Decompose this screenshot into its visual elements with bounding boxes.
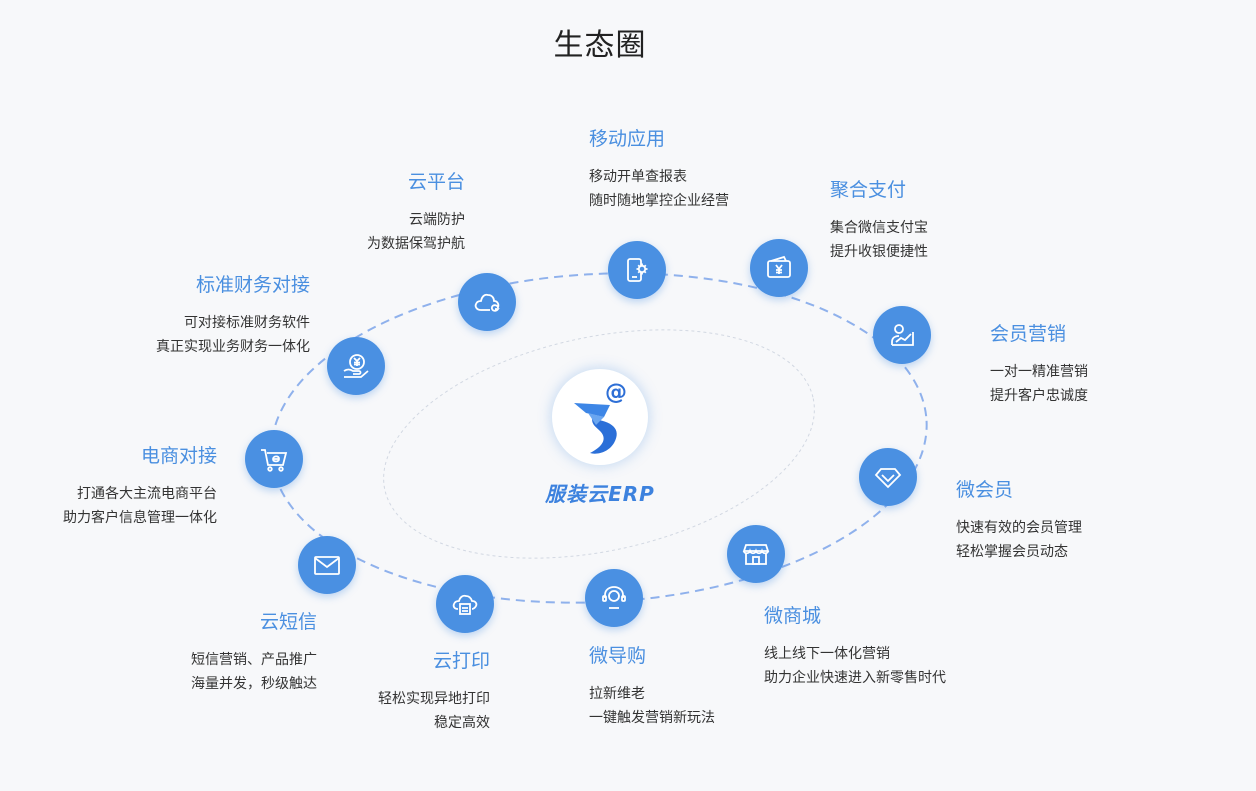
- mobile-app-desc-line: 移动开单查报表: [589, 169, 687, 185]
- ecommerce-desc-line: 助力客户信息管理一体化: [63, 510, 217, 526]
- node-micro-member[interactable]: [859, 448, 917, 506]
- member-marketing-desc-line: 一对一精准营销: [990, 364, 1088, 380]
- cloud-print-title: 云打印: [432, 650, 490, 672]
- cart-e-icon: [261, 449, 288, 472]
- cloud-platform-desc-line: 为数据保驾护航: [367, 236, 465, 252]
- label-ecommerce: 电商对接打通各大主流电商平台助力客户信息管理一体化: [0, 444, 217, 530]
- wallet-yen-icon: [767, 255, 791, 278]
- cloud-icon: [474, 293, 500, 312]
- label-micro-guide: 微导购拉新维老一键触发营销新玩法: [589, 644, 849, 730]
- node-micro-mall[interactable]: [727, 525, 785, 583]
- label-aggregate-pay: 聚合支付集合微信支付宝提升收银便捷性: [830, 178, 1090, 264]
- micro-mall-title: 微商城: [764, 605, 822, 627]
- page-title: 生态圈: [553, 28, 647, 63]
- cloud-printer-icon: [452, 594, 478, 615]
- label-cloud-print: 云打印轻松实现异地打印稳定高效: [230, 649, 490, 735]
- aggregate-pay-desc-line: 集合微信支付宝: [830, 220, 928, 236]
- label-member-marketing: 会员营销一对一精准营销提升客户忠诚度: [990, 322, 1250, 408]
- mobile-app-title: 移动应用: [589, 128, 666, 150]
- user-chart-icon: [891, 324, 914, 346]
- ecommerce-title: 电商对接: [140, 445, 217, 467]
- cloud-sms-desc-line: 短信营销、产品推广: [191, 652, 317, 668]
- aggregate-pay-desc-line: 提升收银便捷性: [830, 244, 928, 260]
- node-cloud-sms[interactable]: [298, 536, 356, 594]
- center-logo: @: [552, 369, 648, 465]
- micro-guide-desc-line: 一键触发营销新玩法: [589, 710, 715, 726]
- brand-name: 服装云ERP: [545, 482, 655, 506]
- cloud-platform-desc-line: 云端防护: [409, 212, 465, 228]
- node-cloud-platform[interactable]: [458, 273, 516, 331]
- node-cloud-print[interactable]: [436, 575, 494, 633]
- micro-guide-desc-line: 拉新维老: [589, 686, 645, 702]
- micro-mall-desc-line: 助力企业快速进入新零售时代: [764, 670, 946, 686]
- member-marketing-desc-line: 提升客户忠诚度: [990, 388, 1088, 404]
- member-marketing-title: 会员营销: [990, 323, 1067, 345]
- ecommerce-desc-line: 打通各大主流电商平台: [77, 486, 217, 502]
- envelope-icon: [314, 556, 340, 575]
- inner-orbit-ring: [383, 329, 815, 559]
- store-icon: [742, 544, 770, 565]
- micro-member-desc-line: 快速有效的会员管理: [956, 520, 1082, 536]
- node-mobile-app[interactable]: [608, 241, 666, 299]
- micro-mall-desc-line: 线上线下一体化营销: [764, 646, 890, 662]
- svg-text:@: @: [605, 380, 627, 405]
- cloud-print-desc-line: 稳定高效: [434, 715, 490, 731]
- label-micro-mall: 微商城线上线下一体化营销助力企业快速进入新零售时代: [764, 604, 1024, 690]
- cloud-sms-desc-line: 海量并发，秒级触达: [191, 676, 317, 692]
- headset-icon: [602, 586, 626, 609]
- node-member-marketing[interactable]: [873, 306, 931, 364]
- diamond-icon: [874, 468, 902, 489]
- cloud-print-desc-line: 轻松实现异地打印: [378, 691, 490, 707]
- node-ecommerce[interactable]: [245, 430, 303, 488]
- mobile-gear-icon: [627, 258, 648, 282]
- hand-yen-icon: [343, 354, 369, 378]
- label-cloud-platform: 云平台云端防护为数据保驾护航: [205, 170, 465, 256]
- cloud-sms-title: 云短信: [259, 611, 317, 633]
- aggregate-pay-title: 聚合支付: [830, 179, 907, 201]
- cloud-platform-title: 云平台: [407, 171, 465, 193]
- finance-title: 标准财务对接: [195, 274, 310, 296]
- node-micro-guide[interactable]: [585, 569, 643, 627]
- label-mobile-app: 移动应用移动开单查报表随时随地掌控企业经营: [589, 127, 849, 213]
- node-aggregate-pay[interactable]: [750, 239, 808, 297]
- micro-member-title: 微会员: [956, 479, 1014, 501]
- micro-guide-title: 微导购: [589, 645, 647, 667]
- mobile-app-desc-line: 随时随地掌控企业经营: [589, 193, 729, 209]
- label-finance: 标准财务对接可对接标准财务软件真正实现业务财务一体化: [50, 273, 310, 359]
- brand-logo-icon: @: [574, 380, 627, 454]
- finance-desc-line: 可对接标准财务软件: [184, 315, 310, 331]
- label-micro-member: 微会员快速有效的会员管理轻松掌握会员动态: [956, 478, 1216, 564]
- label-cloud-sms: 云短信短信营销、产品推广海量并发，秒级触达: [57, 610, 317, 696]
- micro-member-desc-line: 轻松掌握会员动态: [956, 544, 1068, 560]
- finance-desc-line: 真正实现业务财务一体化: [156, 339, 310, 355]
- node-finance[interactable]: [327, 337, 385, 395]
